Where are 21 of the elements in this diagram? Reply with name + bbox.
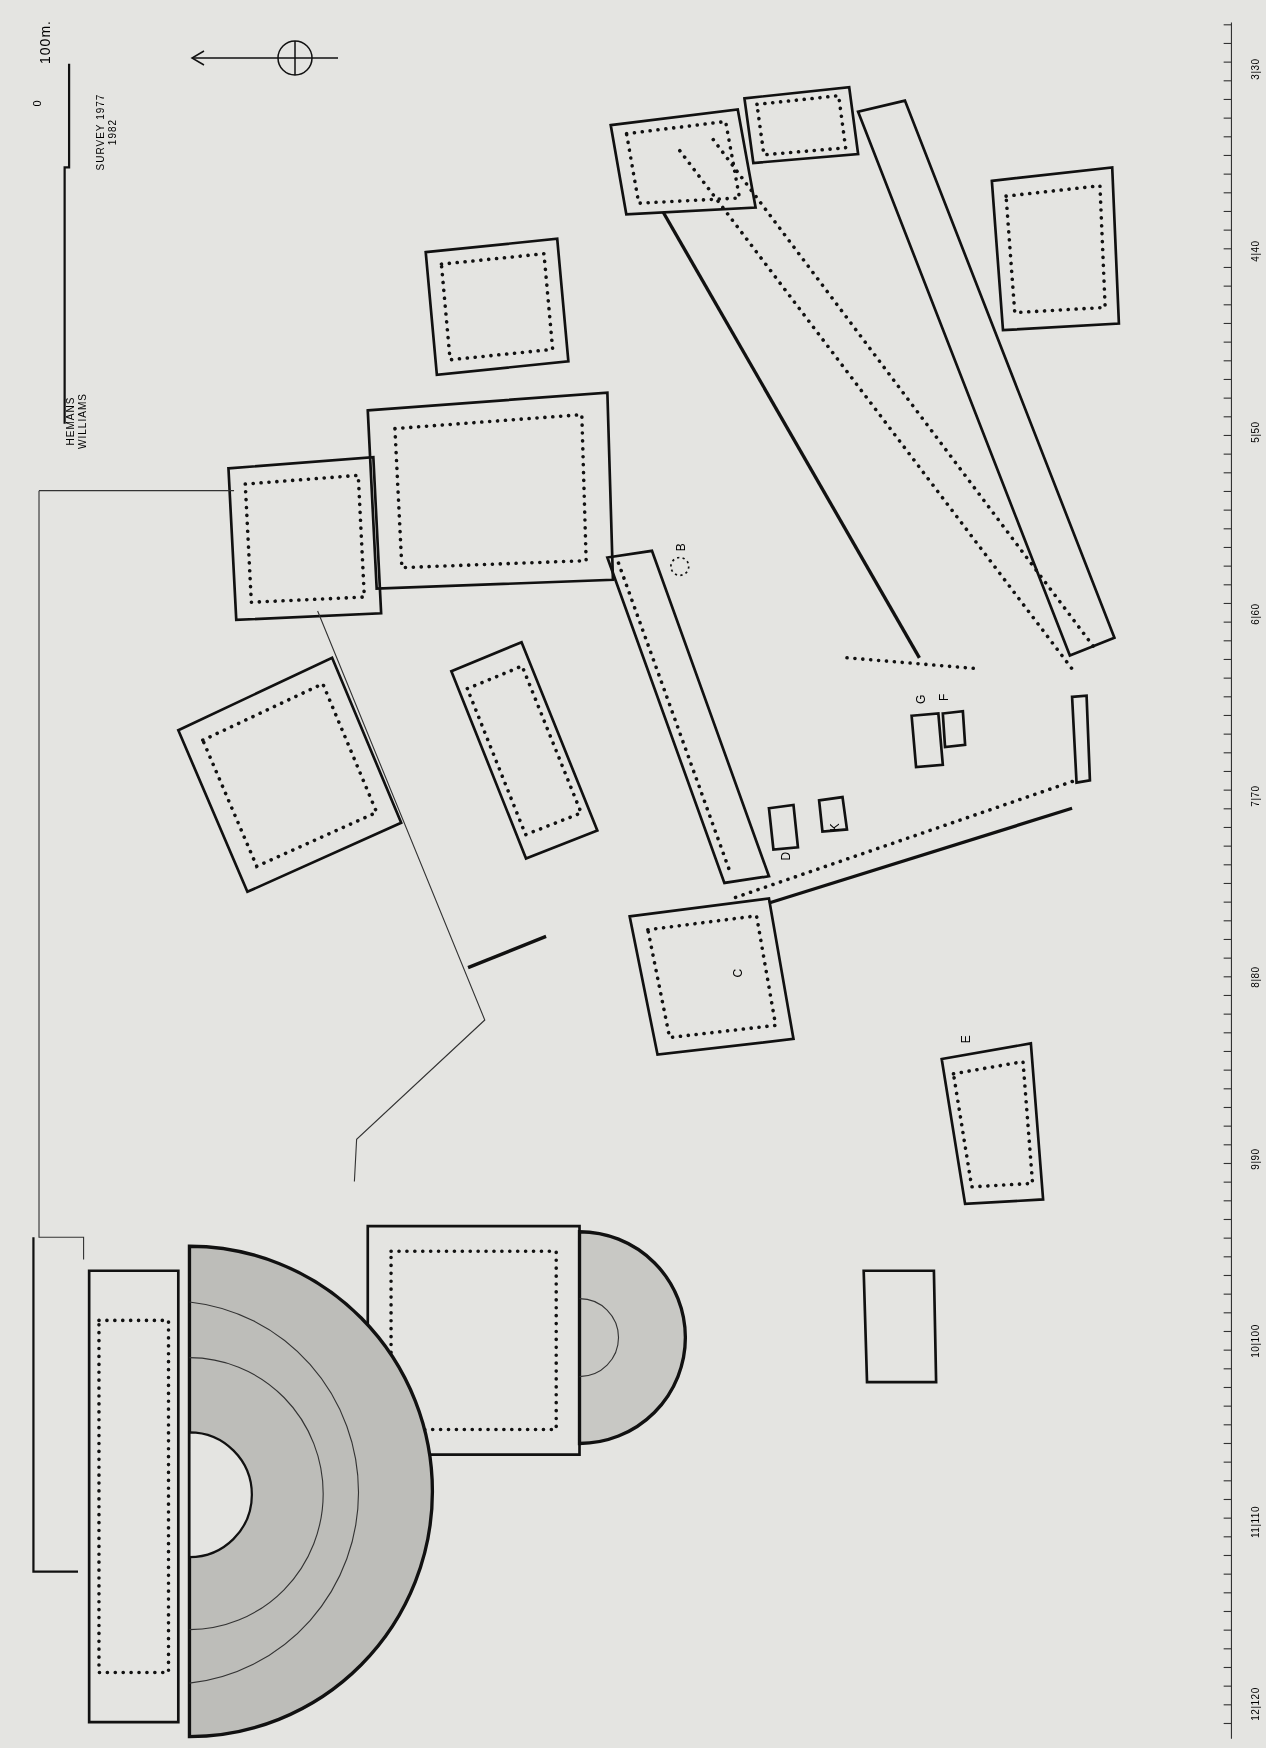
site-letter: F	[938, 692, 952, 701]
scale-end: 100m.	[36, 20, 53, 65]
grid-coordinate: 5|50	[1250, 421, 1262, 444]
surveyor-names: HEMANS WILLIAMS	[64, 392, 88, 452]
grid-coordinate: 4|40	[1250, 240, 1262, 262]
site-letter: C	[731, 968, 746, 978]
site-letter: B	[675, 542, 689, 552]
grid-coordinate: 10|100	[1250, 1323, 1262, 1358]
grid-coordinate: 8|80	[1250, 966, 1262, 988]
site-letter: K	[828, 822, 843, 832]
grid-coordinate: 12|120	[1250, 1687, 1262, 1721]
site-letter: G	[914, 693, 929, 704]
survey-dates: SURVEY 1977 1982	[94, 92, 118, 172]
grid-coordinate: 3|30	[1250, 58, 1262, 80]
grid-coordinate: 11|110	[1250, 1506, 1262, 1539]
grid-coordinate: 6|60	[1250, 603, 1262, 625]
grid-coordinate: 9|90	[1250, 1148, 1262, 1170]
grid-coordinate: 7|70	[1250, 785, 1262, 807]
site-letter: E	[960, 1034, 975, 1043]
site-letter: D	[779, 851, 794, 861]
scale-start: 0	[30, 98, 44, 107]
